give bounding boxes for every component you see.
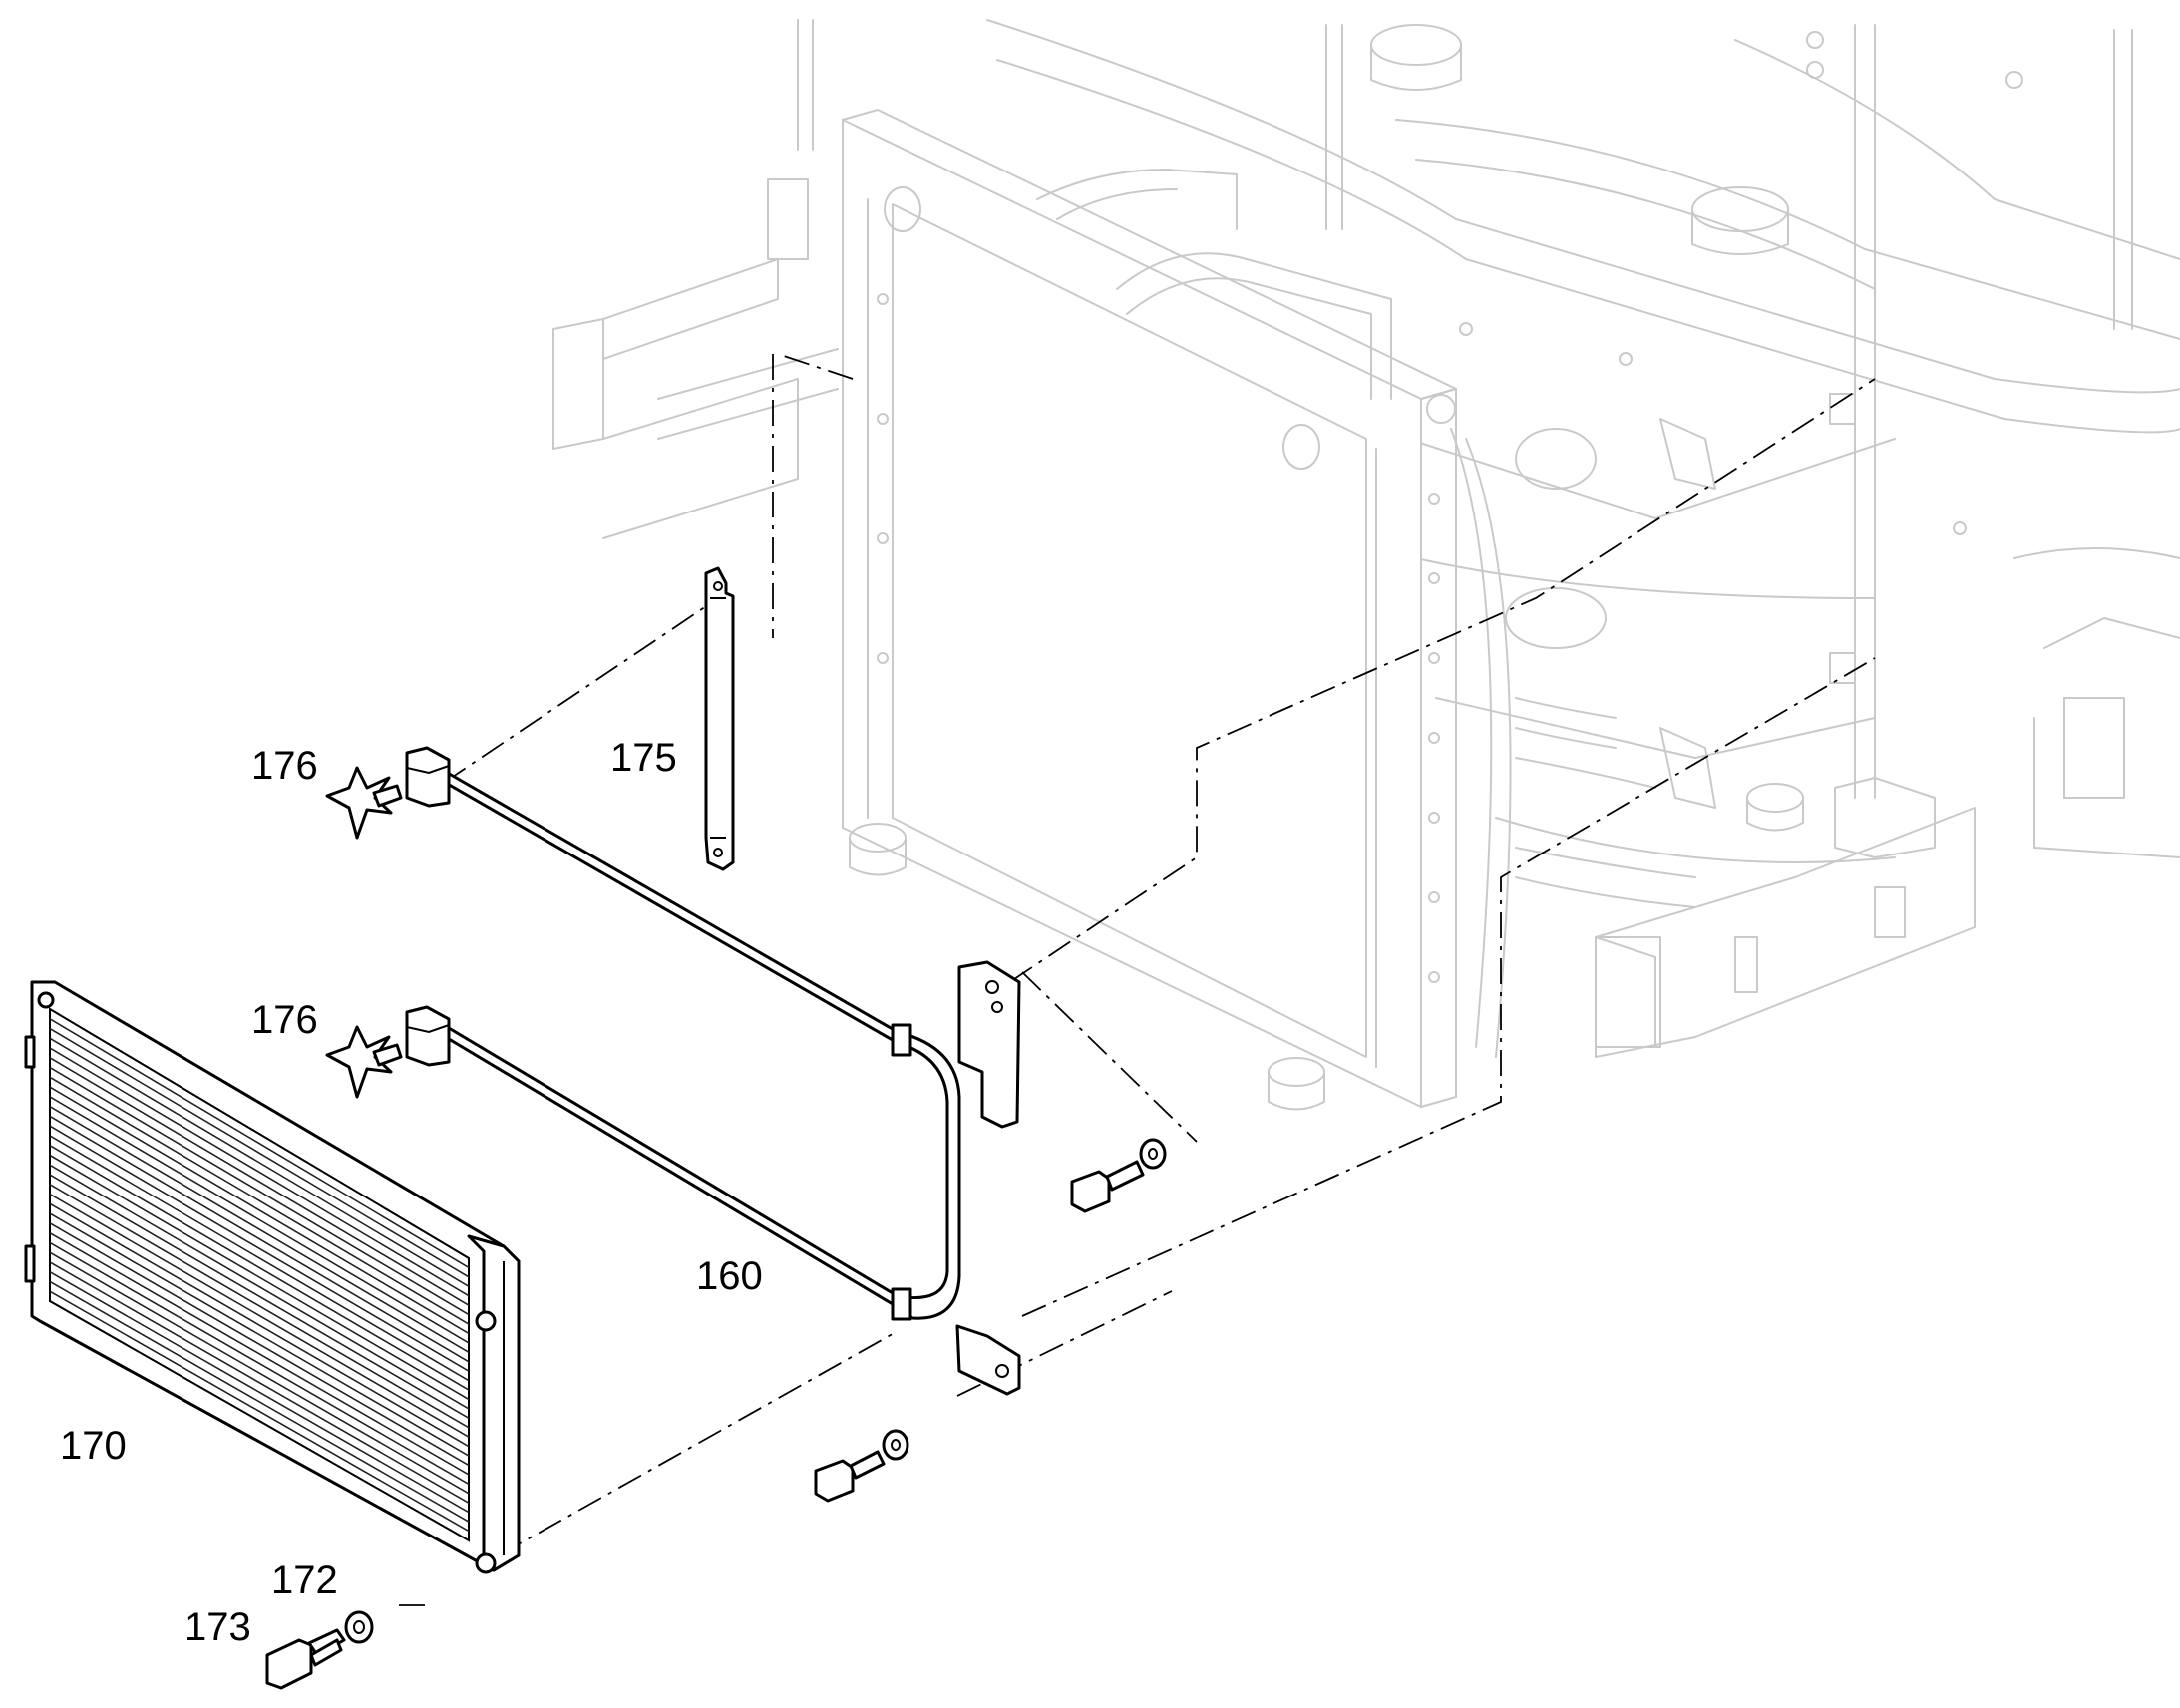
condenser-fin — [49, 1231, 470, 1476]
callout-176-upper: 176 — [251, 744, 318, 788]
condenser-fin — [49, 1027, 470, 1278]
part-160-condenser-tube[interactable] — [405, 746, 1021, 1396]
condenser-fin — [49, 1135, 470, 1382]
part-172-washer[interactable] — [344, 1610, 374, 1644]
condenser-fin — [49, 1164, 470, 1410]
condenser-fin — [49, 1290, 470, 1533]
callout-172: 172 — [271, 1558, 338, 1602]
condenser-fin — [49, 1222, 470, 1467]
part-176-wing-knob-lower[interactable] — [325, 1025, 403, 1099]
condenser-fin — [49, 1251, 470, 1495]
condenser-fin — [49, 1212, 470, 1457]
condenser-fins — [49, 1018, 470, 1533]
part-170-condenser[interactable] — [24, 980, 521, 1574]
condenser-fin — [49, 1047, 470, 1297]
condenser-fin — [49, 1184, 470, 1429]
condenser-fin — [49, 1096, 470, 1344]
condenser-fin — [49, 1125, 470, 1372]
callout-170: 170 — [60, 1424, 127, 1468]
callout-176-lower: 176 — [251, 998, 318, 1042]
condenser-fin — [49, 1280, 470, 1523]
condenser-fin — [49, 1271, 470, 1514]
part-176-wing-knob-upper[interactable] — [325, 766, 403, 840]
upper-mount-bolt[interactable] — [1070, 1138, 1167, 1213]
condenser-fin — [49, 1066, 470, 1316]
condenser-fin — [49, 1018, 470, 1269]
callout-175: 175 — [610, 736, 677, 780]
condenser-fin — [49, 1241, 470, 1486]
lower-mount-bolt[interactable] — [814, 1429, 909, 1503]
condenser-fin — [49, 1154, 470, 1401]
part-173-bolt[interactable] — [265, 1628, 346, 1690]
condenser-fin — [49, 1174, 470, 1420]
part-175-strap[interactable] — [704, 566, 735, 871]
condenser-fin — [49, 1193, 470, 1438]
background-chassis — [552, 19, 2180, 1058]
condenser-fin — [49, 1145, 470, 1391]
leader-lines — [399, 353, 1876, 1606]
condenser-fin — [49, 1105, 470, 1354]
condenser-fin — [49, 1202, 470, 1448]
callout-173: 173 — [184, 1605, 251, 1649]
condenser-fin — [49, 1037, 470, 1287]
condenser-fin — [49, 1076, 470, 1325]
callout-160: 160 — [696, 1254, 763, 1298]
ghost-radiator — [842, 109, 1512, 1111]
condenser-fin — [49, 1086, 470, 1335]
condenser-fin — [49, 1261, 470, 1504]
condenser-fin — [49, 1057, 470, 1306]
condenser-fin — [49, 1115, 470, 1363]
